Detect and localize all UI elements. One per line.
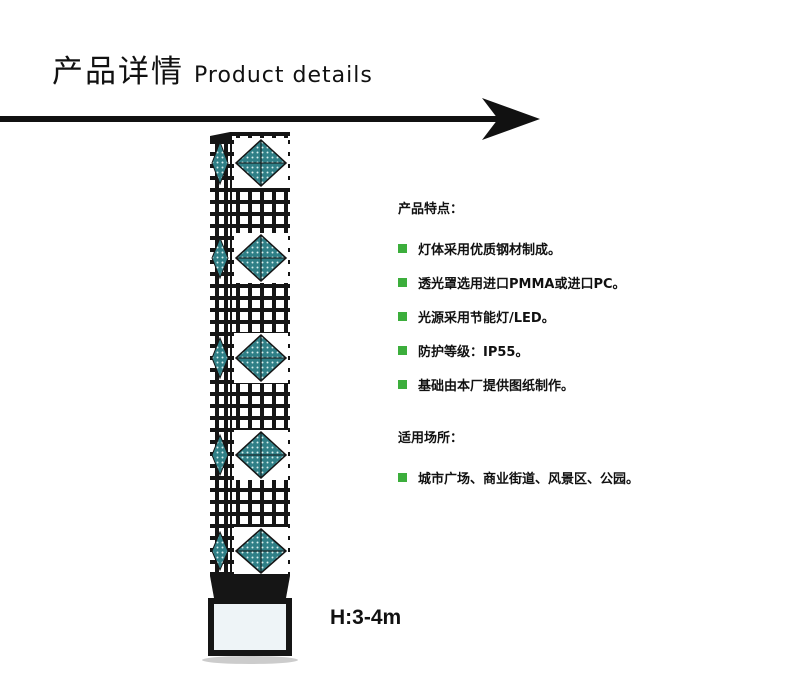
title-chinese: 产品详情 [52, 54, 184, 90]
green-square-icon [398, 277, 407, 287]
green-square-icon [398, 243, 407, 253]
diamond-panel-5 [234, 527, 288, 574]
list-item: 基础由本厂提供图纸制作。 [398, 367, 788, 401]
feature-text: 基础由本厂提供图纸制作。 [418, 378, 575, 394]
feature-text: 透光罩选用进口PMMA或进口PC。 [418, 276, 626, 292]
list-item: 防护等级：IP55。 [398, 333, 788, 367]
green-square-icon [398, 379, 407, 389]
list-item: 光源采用节能灯/LED。 [398, 299, 788, 333]
applications-list: 城市广场、商业街道、风景区、公园。 [398, 460, 788, 494]
diamond-panel-4 [234, 430, 288, 480]
lamp-post-image [202, 132, 298, 664]
green-square-icon [398, 345, 407, 355]
features-heading: 产品特点： [398, 202, 464, 217]
list-item: 城市广场、商业街道、风景区、公园。 [398, 460, 788, 494]
feature-text: 防护等级：IP55。 [418, 344, 529, 360]
diamond-panel-1 [234, 138, 288, 188]
arrow-divider [0, 98, 540, 140]
page-header: 产品详情 Product details [52, 46, 373, 91]
green-square-icon [398, 472, 407, 482]
application-text: 城市广场、商业街道、风景区、公园。 [418, 471, 640, 487]
applications-heading: 适用场所： [398, 431, 464, 446]
feature-text: 灯体采用优质钢材制成。 [418, 242, 562, 258]
lamp-base [202, 576, 298, 664]
list-item: 透光罩选用进口PMMA或进口PC。 [398, 265, 788, 299]
diamond-panel-3 [234, 333, 288, 383]
diamond-panel-2 [234, 233, 288, 283]
list-item: 灯体采用优质钢材制成。 [398, 231, 788, 265]
title-english: Product details [194, 63, 373, 88]
height-label: H:3-4m [330, 606, 402, 629]
spec-panel: 产品特点： 灯体采用优质钢材制成。 透光罩选用进口PMMA或进口PC。 光源采用… [398, 198, 788, 494]
feature-text: 光源采用节能灯/LED。 [418, 310, 555, 326]
green-square-icon [398, 311, 407, 321]
features-list: 灯体采用优质钢材制成。 透光罩选用进口PMMA或进口PC。 光源采用节能灯/LE… [398, 231, 788, 401]
